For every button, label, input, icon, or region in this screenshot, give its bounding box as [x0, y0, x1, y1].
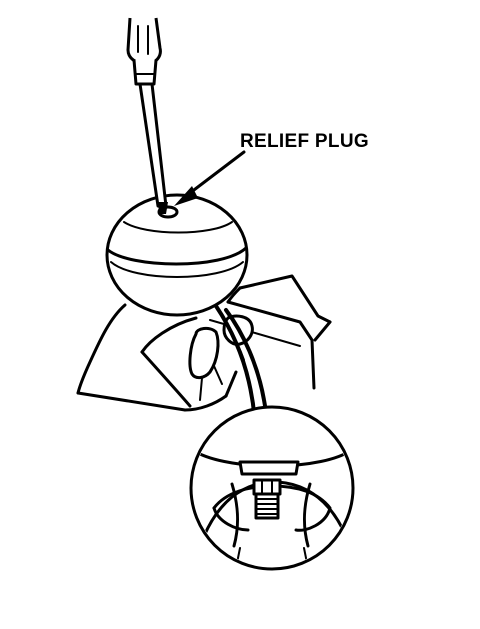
relief-plug-label: RELIEF PLUG — [240, 131, 369, 152]
magnified-view — [189, 405, 355, 571]
callout-arrow — [174, 150, 246, 206]
screwdriver — [126, 17, 168, 214]
round-cap — [105, 193, 249, 317]
transmission-housing — [76, 274, 332, 412]
